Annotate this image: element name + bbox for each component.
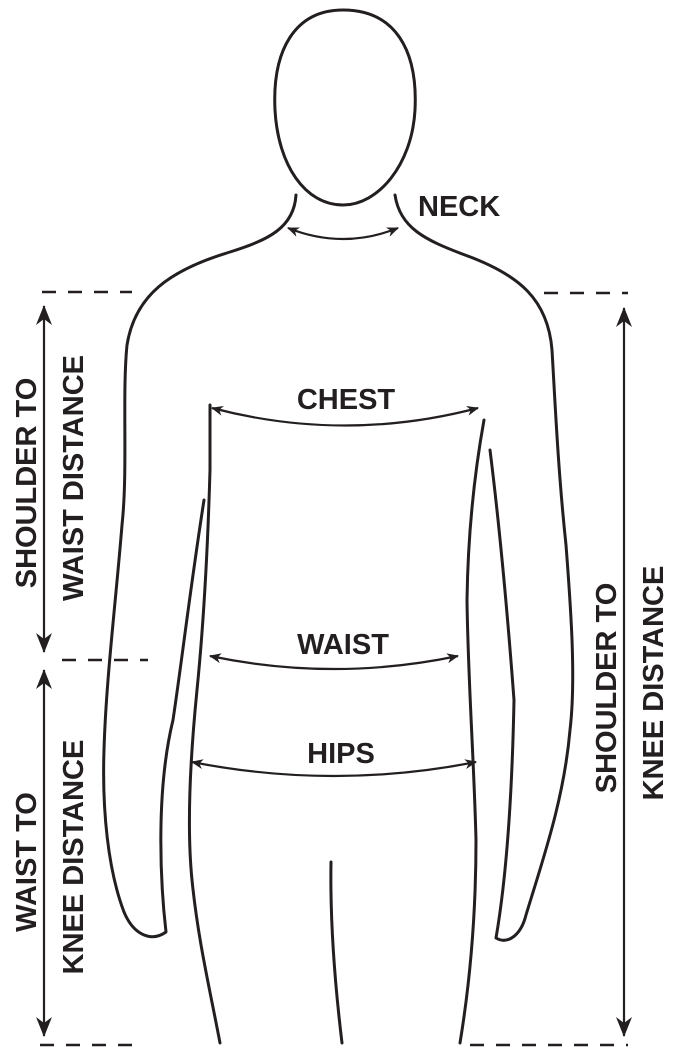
neck-arrow	[287, 226, 399, 241]
chest-label: CHEST	[297, 384, 396, 416]
waist-label: WAIST	[297, 629, 389, 661]
chest-arrow	[211, 405, 479, 427]
body-right-contour	[393, 193, 575, 942]
shoulder-to-knee-label-line2: KNEE DISTANCE	[638, 566, 670, 801]
waist-to-knee-label-line2: KNEE DISTANCE	[58, 740, 90, 975]
neck-label: NECK	[418, 191, 500, 223]
head-outline	[273, 8, 417, 207]
hips-label: HIPS	[307, 738, 375, 770]
torso-left-side	[188, 403, 222, 1045]
inner-leg-line	[329, 860, 344, 1045]
waist-to-knee-label-line1: WAIST TO	[11, 792, 43, 932]
waist-arrow	[209, 653, 459, 671]
hips-arrow	[191, 759, 477, 778]
shoulder-to-knee-label-line1: SHOULDER TO	[591, 583, 623, 794]
body-outline	[102, 8, 575, 1045]
torso-right-side	[458, 418, 486, 1045]
shoulder-to-waist-label-line2: WAIST DISTANCE	[58, 355, 90, 601]
shoulder-to-waist-label-line1: SHOULDER TO	[11, 378, 43, 589]
body-left-contour	[102, 193, 298, 938]
